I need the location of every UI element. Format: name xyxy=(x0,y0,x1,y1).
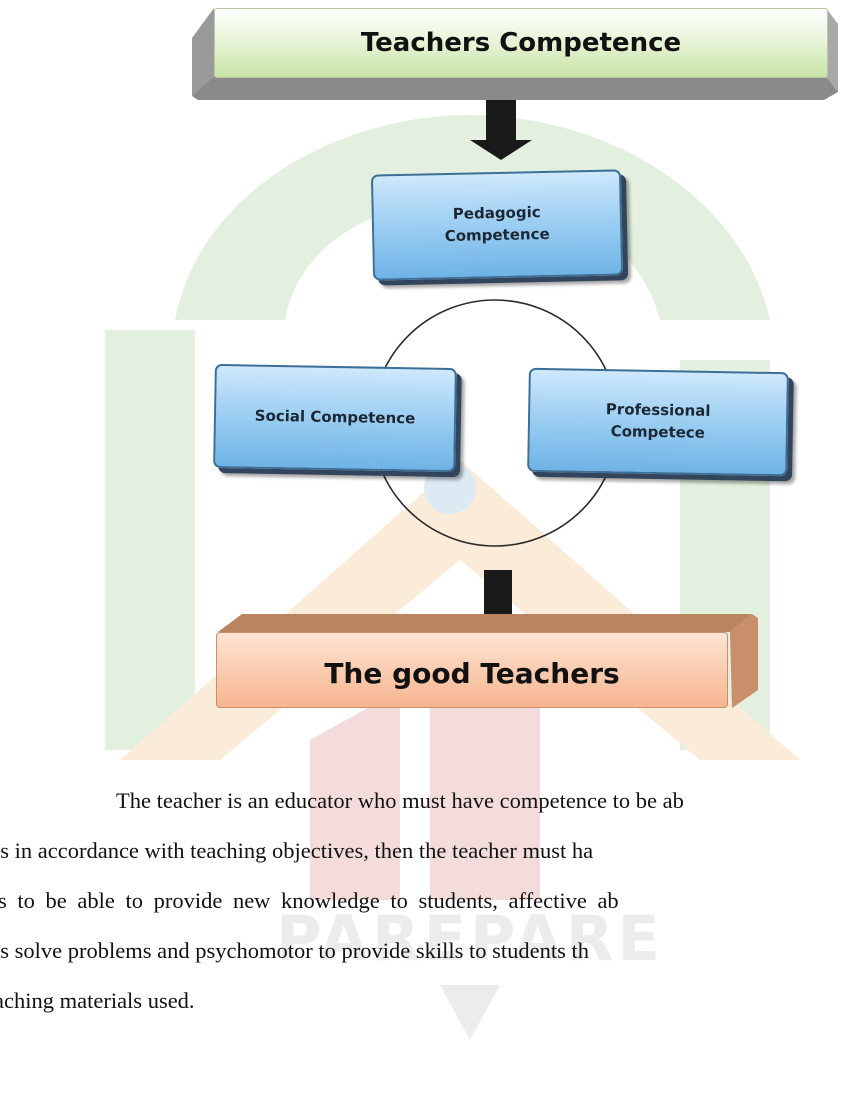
professional-label-line1: Professional xyxy=(605,400,711,421)
top-banner-bevel xyxy=(192,8,838,100)
paragraph-line-4: ts solve problems and psychomotor to pro… xyxy=(0,938,589,963)
paragraph-line-2: ts in accordance with teaching objective… xyxy=(0,838,594,863)
down-arrow-head xyxy=(470,140,532,160)
bottom-banner-bevel xyxy=(218,614,758,708)
professional-competence-box: Professional Competece xyxy=(527,367,789,477)
pedagogic-competence-box: Pedagogic Competence xyxy=(370,169,624,281)
paragraph-line-3: s to be able to provide new knowledge to… xyxy=(0,888,619,913)
watermark-arch xyxy=(175,115,770,320)
paragraph-line-5: aching materials used. xyxy=(0,988,195,1013)
professional-label-line2: Competece xyxy=(610,422,706,442)
diagram-connectors xyxy=(371,96,619,620)
pedagogic-label-line2: Competence xyxy=(444,224,550,246)
bottom-banner-title: The good Teachers xyxy=(216,632,728,708)
watermark-text: PAREPARE xyxy=(276,902,664,975)
top-banner: Teachers Competence xyxy=(190,8,840,100)
paragraph-line-1: The teacher is an educator who must have… xyxy=(116,788,684,813)
watermark-pen xyxy=(440,985,500,1040)
watermark-globe xyxy=(424,462,476,514)
bottom-connector xyxy=(484,570,512,620)
pedagogic-label-line1: Pedagogic xyxy=(452,203,541,224)
top-banner-title: Teachers Competence xyxy=(214,8,828,78)
competence-diagram: Teachers Competence Pedagogic Competence… xyxy=(190,8,840,712)
social-label: Social Competence xyxy=(254,406,416,428)
watermark-left-pillar xyxy=(105,330,195,750)
social-competence-box: Social Competence xyxy=(213,363,457,473)
bottom-banner: The good Teachers xyxy=(212,612,760,712)
watermark-red-mark xyxy=(310,690,540,900)
down-arrow-shaft xyxy=(486,96,516,142)
